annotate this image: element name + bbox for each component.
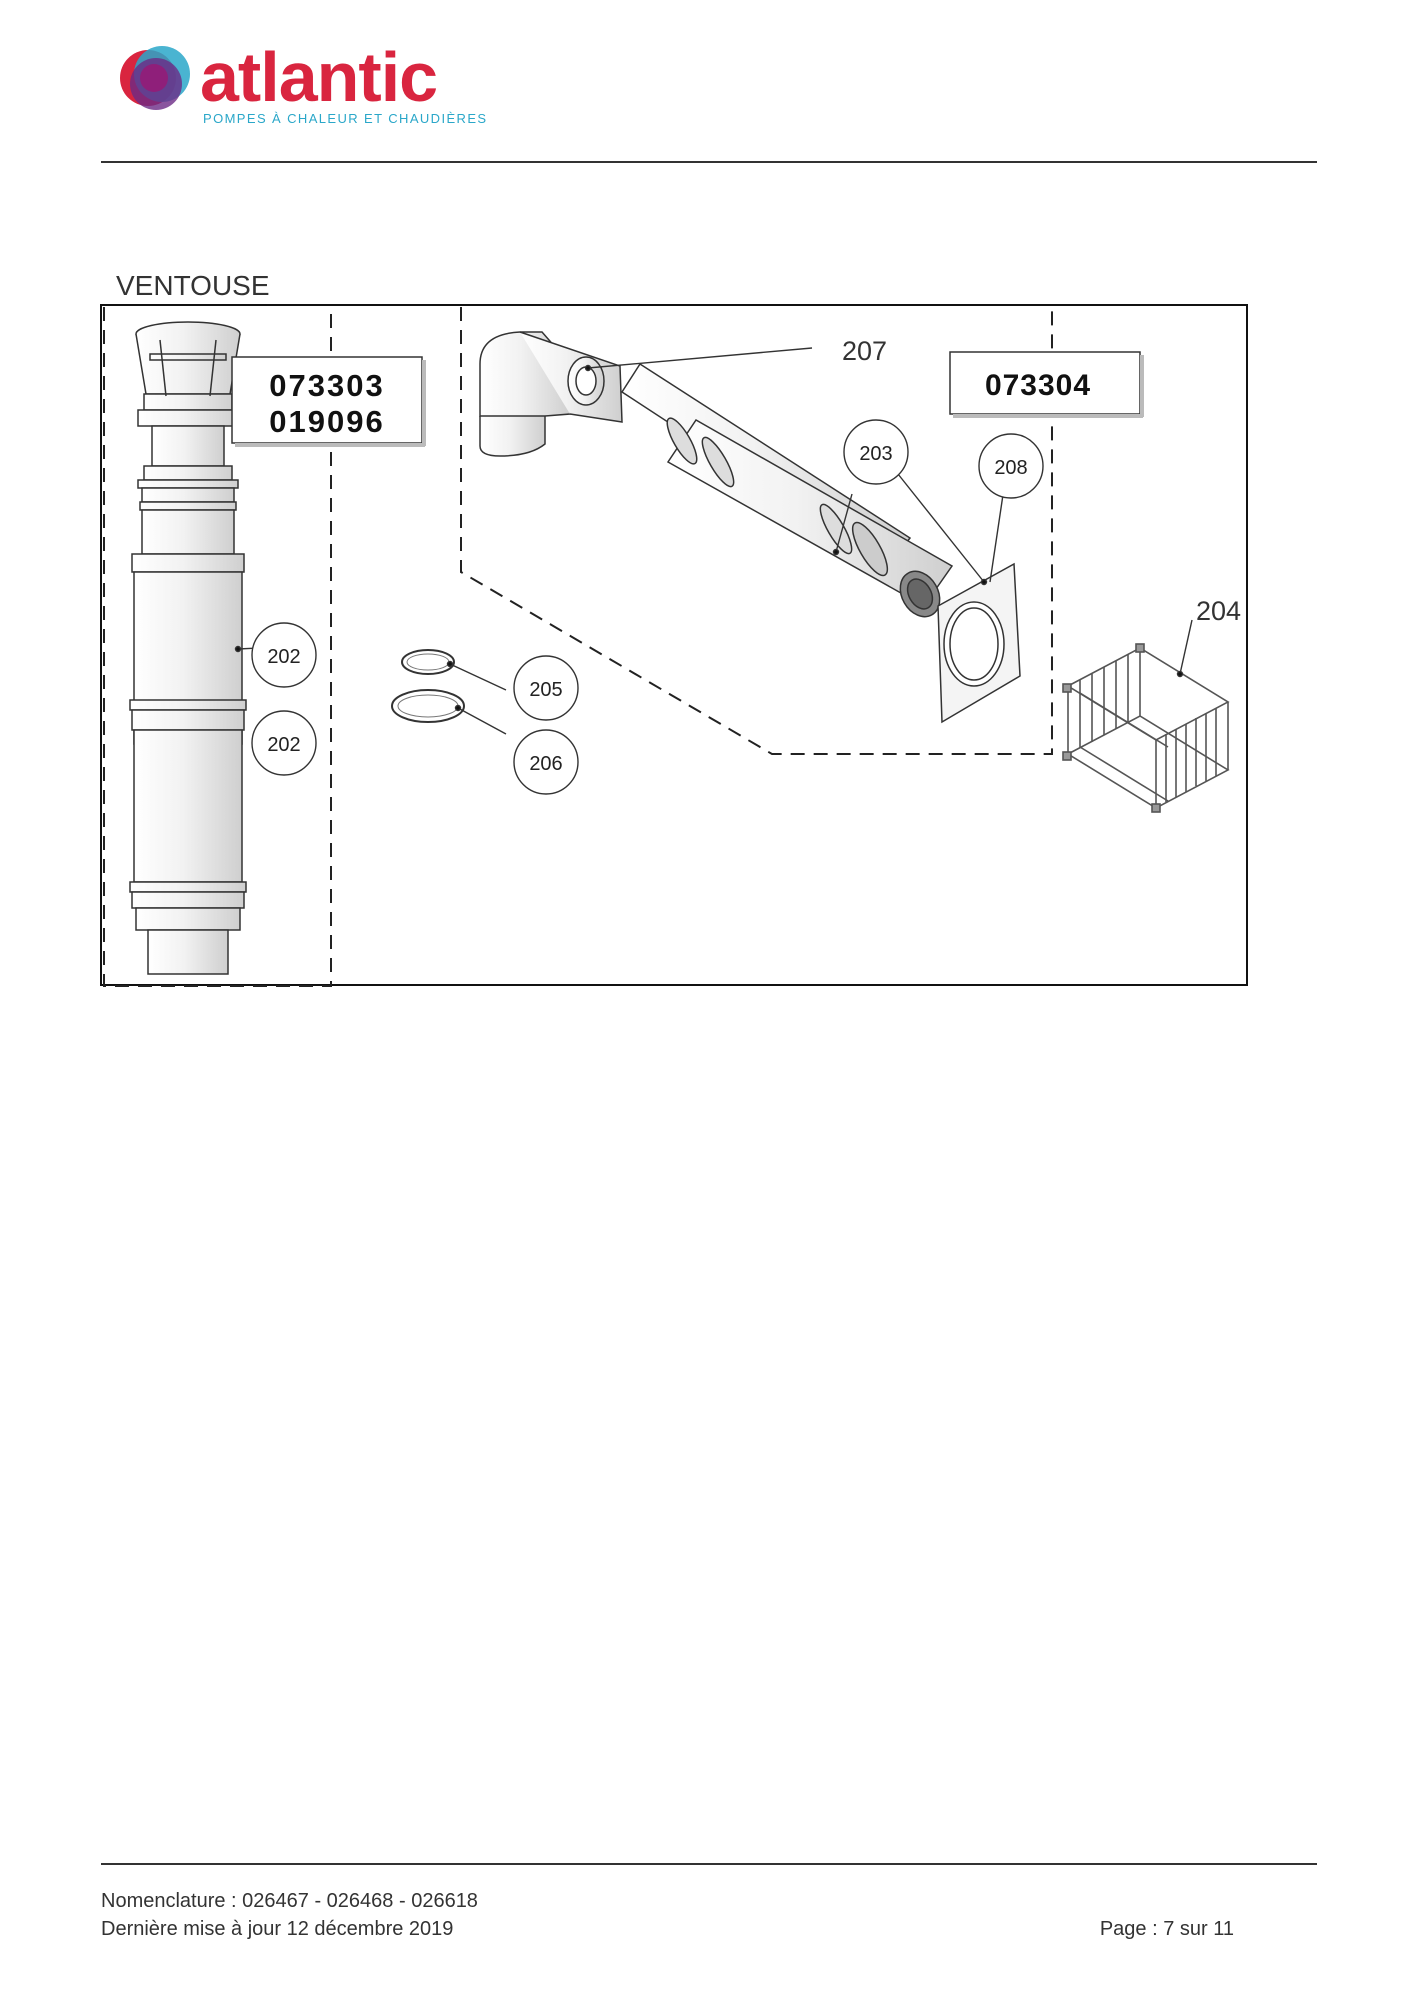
ref-code-019096: 019096 — [269, 404, 384, 439]
footer-divider — [101, 1863, 1317, 1865]
o-ring-large — [391, 689, 465, 723]
o-ring-small — [401, 649, 455, 675]
wall-plate — [937, 562, 1021, 724]
atlantic-logo-icon — [120, 46, 190, 110]
dashed-group-horizontal-kit — [460, 307, 1053, 755]
label-203: 203 — [859, 443, 892, 465]
label-208: 208 — [994, 457, 1027, 479]
callout-202-upper: 202 — [251, 622, 317, 688]
terminal-wire-guard — [1062, 643, 1230, 813]
callout-205: 205 — [513, 655, 579, 721]
label-202-upper: 202 — [267, 646, 300, 668]
header-divider — [101, 161, 1317, 163]
brand-name: atlantic — [200, 38, 438, 116]
label-207: 207 — [842, 336, 887, 366]
elbow-bend — [479, 331, 623, 457]
page-number: Page : 7 sur 11 — [1099, 1918, 1234, 1940]
dashed-group-vertical-kit — [103, 307, 332, 987]
label-204: 204 — [1196, 596, 1241, 626]
callout-208: 208 — [978, 433, 1044, 499]
section-title: VENTOUSE — [116, 270, 270, 301]
ref-box-right: 073304 — [949, 351, 1144, 418]
parts-diagram: 073303 019096 073304 — [100, 304, 1248, 987]
ref-box-left: 073303 019096 — [231, 356, 426, 447]
concentric-pipe — [620, 362, 954, 618]
callout-202-lower: 202 — [251, 710, 317, 776]
footer-updated: Dernière mise à jour 12 décembre 2019 — [101, 1918, 454, 1940]
callout-203: 203 — [843, 419, 909, 485]
ref-code-073304: 073304 — [985, 369, 1091, 402]
label-202-lower: 202 — [267, 734, 300, 756]
footer-nomenclature: Nomenclature : 026467 - 026468 - 026618 — [101, 1890, 478, 1912]
label-206: 206 — [529, 753, 562, 775]
brand-tagline: POMPES À CHALEUR ET CHAUDIÈRES — [203, 111, 488, 126]
ref-code-073303: 073303 — [269, 368, 384, 403]
vertical-terminal-pipe — [129, 321, 247, 975]
diagram-frame — [100, 304, 1248, 986]
label-205: 205 — [529, 679, 562, 701]
callout-206: 206 — [513, 729, 579, 795]
